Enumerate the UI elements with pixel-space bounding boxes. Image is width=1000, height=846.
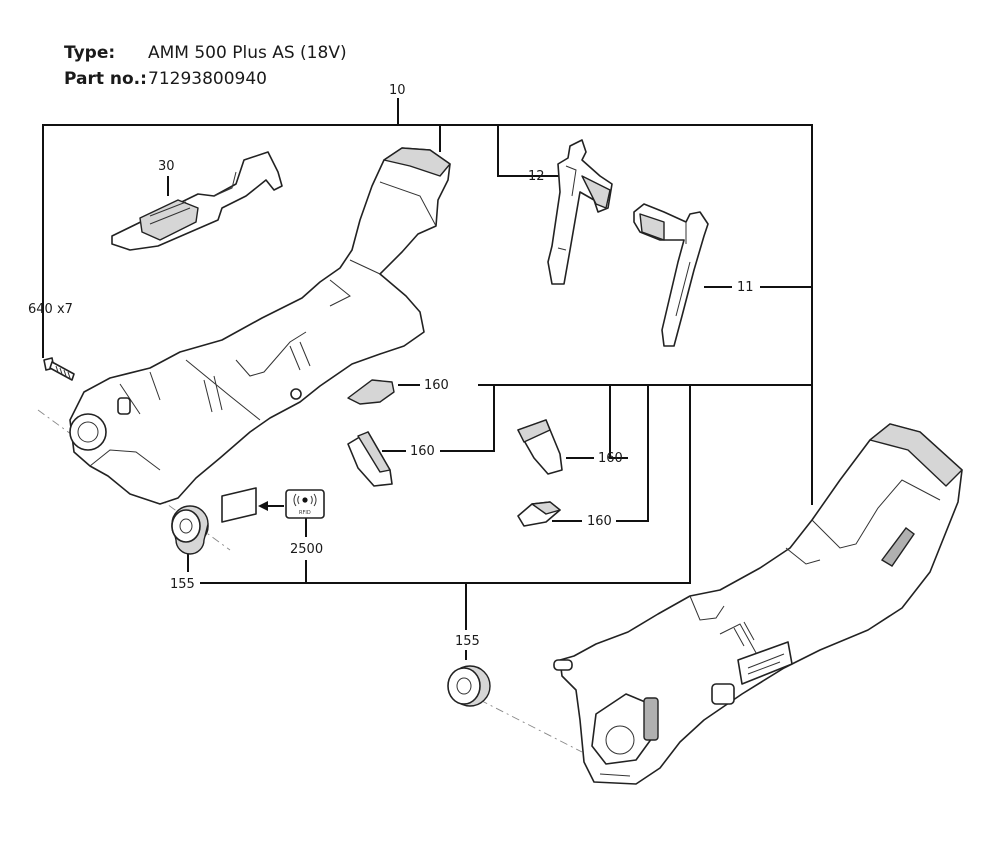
- diagram-header: Type: AMM 500 Plus AS (18V) Part no.: 71…: [64, 40, 347, 92]
- callout-11: 11: [737, 280, 754, 295]
- callout-155-a: 155: [170, 577, 195, 592]
- part-10-housing-shell: [69, 147, 451, 505]
- type-row: Type: AMM 500 Plus AS (18V): [64, 40, 347, 66]
- callout-160-a: 160: [424, 378, 449, 393]
- callout-160-c: 160: [598, 451, 623, 466]
- pad-160-a: [347, 379, 395, 405]
- type-value: AMM 500 Plus AS (18V): [148, 43, 347, 63]
- part-12-bracket: [547, 139, 613, 285]
- part-155-bumper-left: [171, 505, 209, 555]
- rfid-dot-icon: [302, 497, 308, 503]
- arrow-icon: [258, 501, 268, 511]
- callout-10: 10: [389, 83, 406, 98]
- callout-160-d: 160: [587, 514, 612, 529]
- rfid-tag-icon: [285, 489, 325, 519]
- callout-640: 640 x7: [28, 302, 73, 317]
- part-number-row: Part no.: 71293800940: [64, 66, 347, 92]
- type-label: Type:: [64, 43, 116, 63]
- callout-labels: 10 30 12 11 640 x7 160 160 160 160 2500 …: [28, 83, 754, 649]
- part-11-bracket: [633, 203, 709, 347]
- callout-2500: 2500: [290, 542, 323, 557]
- logo-icon: [711, 683, 735, 705]
- part-2500-rfid-tag: RFID: [221, 487, 325, 523]
- part-640-screw: [43, 357, 75, 381]
- rfid-tag-text: RFID: [299, 510, 311, 516]
- callout-12: 12: [528, 169, 545, 184]
- part-number-label: Part no.:: [64, 69, 147, 89]
- part-30-switch-slider: [111, 151, 283, 251]
- part-number-value: 71293800940: [148, 69, 267, 89]
- rating-label-plate: [221, 487, 257, 523]
- callout-155-b: 155: [455, 634, 480, 649]
- assembled-multi-tool: [553, 423, 963, 785]
- part-160-pads: [347, 379, 563, 527]
- part-155-bumper-right: [447, 665, 491, 707]
- callout-30: 30: [158, 159, 175, 174]
- leader-lines: [42, 98, 813, 660]
- callout-160-b: 160: [410, 444, 435, 459]
